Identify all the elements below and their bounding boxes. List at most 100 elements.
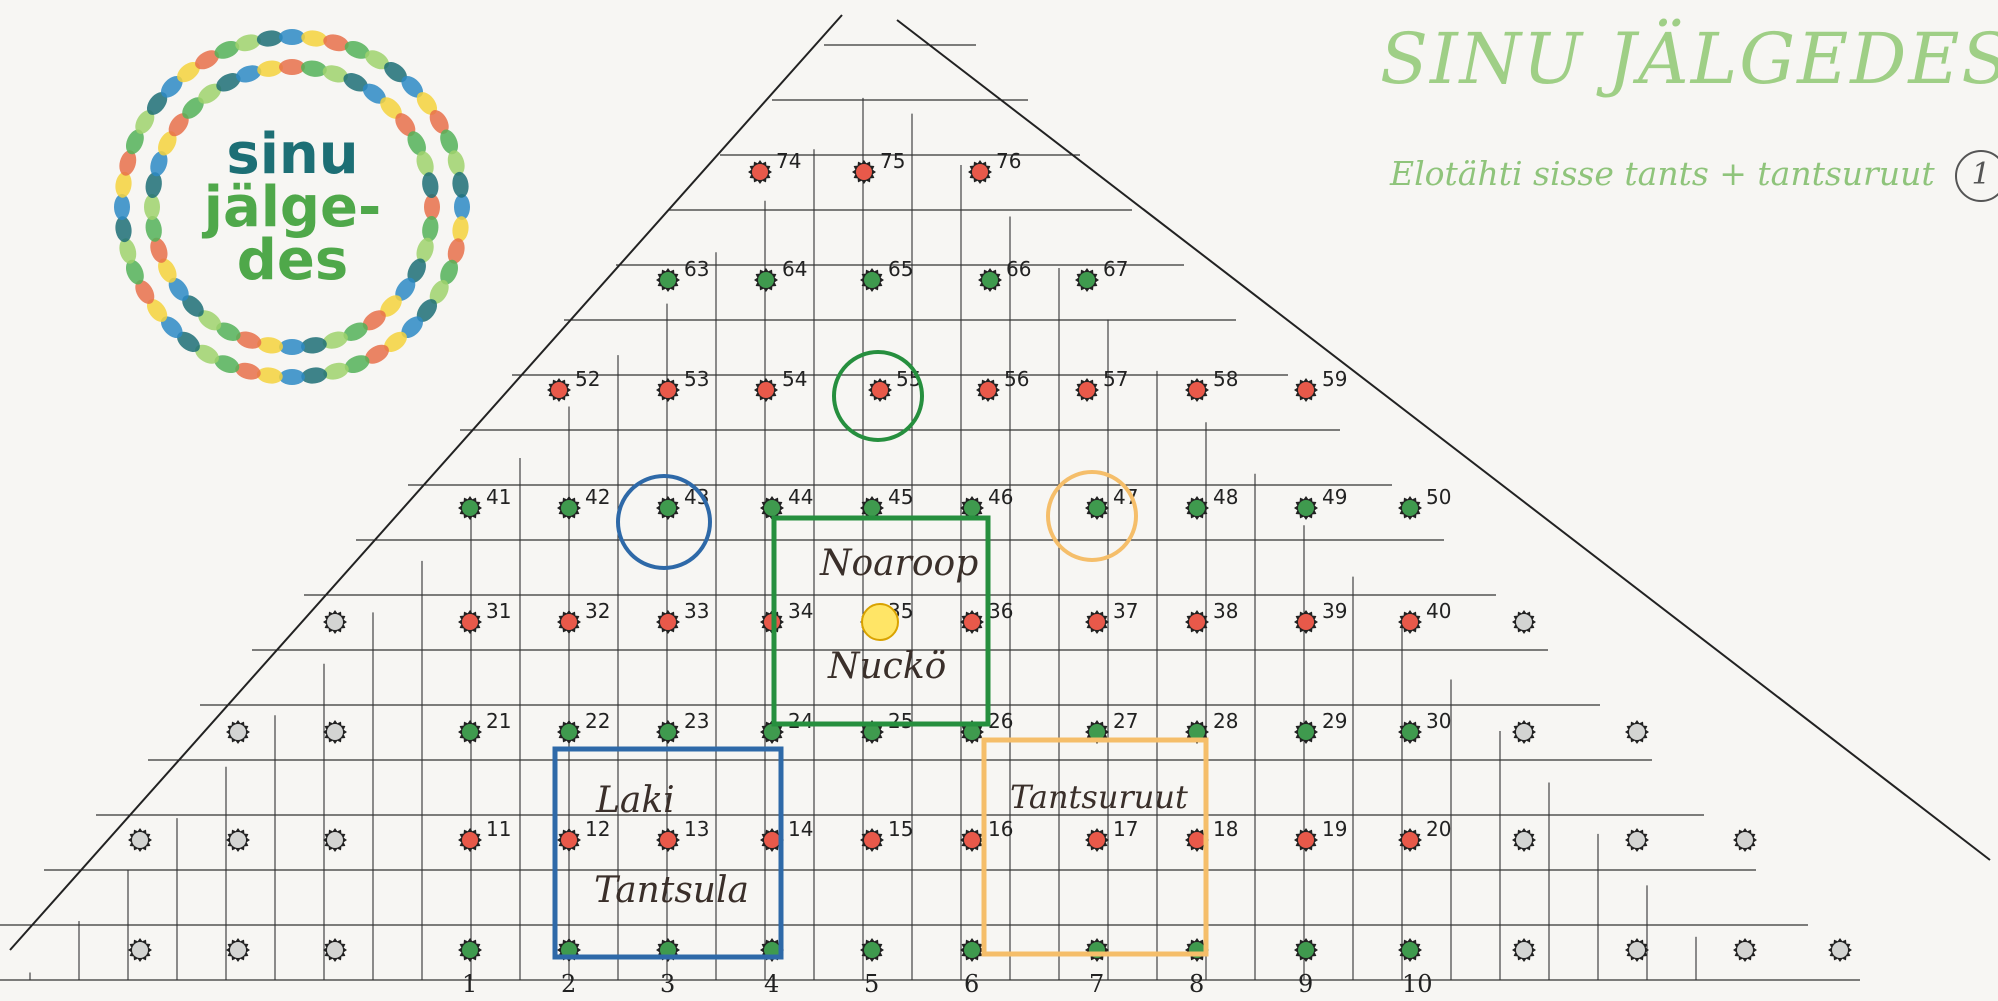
annotation-blue-top: Laki: [595, 780, 675, 821]
position-dot: [458, 610, 482, 634]
grey-dot: [128, 828, 152, 852]
blue-circle-43: [618, 476, 710, 568]
grey-dot: [323, 610, 347, 634]
grey-dot: [1733, 828, 1757, 852]
column-label: 3: [660, 970, 675, 998]
position-number: 74: [776, 149, 801, 173]
position-number: 36: [988, 599, 1013, 623]
position-number: 75: [880, 149, 905, 173]
position-dot: [860, 938, 884, 962]
position-dot: [656, 720, 680, 744]
column-label: 4: [764, 970, 779, 998]
position-dot: [754, 378, 778, 402]
position-dot: [458, 496, 482, 520]
position-dot: [1185, 610, 1209, 634]
position-number: 34: [788, 599, 813, 623]
position-number: 76: [996, 149, 1021, 173]
grey-dot: [323, 720, 347, 744]
grey-dot: [1733, 938, 1757, 962]
position-dot: [748, 160, 772, 184]
position-dot: [1294, 828, 1318, 852]
logo-text: sinu jälge- des: [100, 15, 485, 400]
grey-dot: [1625, 828, 1649, 852]
page-number-badge: 1: [1955, 150, 1998, 202]
position-dot: [978, 268, 1002, 292]
position-number: 20: [1426, 817, 1451, 841]
position-dot: [1085, 828, 1109, 852]
position-number: 14: [788, 817, 813, 841]
position-dot: [1294, 938, 1318, 962]
grey-dot: [323, 828, 347, 852]
position-number: 41: [486, 485, 511, 509]
position-number: 25: [888, 709, 913, 733]
annotation-blue-bottom: Tantsula: [594, 870, 749, 911]
position-number: 67: [1103, 257, 1128, 281]
position-number: 15: [888, 817, 913, 841]
position-dot: [656, 268, 680, 292]
position-dot: [860, 268, 884, 292]
position-number: 33: [684, 599, 709, 623]
position-number: 17: [1113, 817, 1138, 841]
grey-dot: [128, 938, 152, 962]
grey-dot: [1625, 938, 1649, 962]
column-label: 1: [462, 970, 477, 998]
position-number: 18: [1213, 817, 1238, 841]
position-dot: [458, 720, 482, 744]
position-dot: [656, 828, 680, 852]
position-dot: [852, 160, 876, 184]
position-dot: [1075, 378, 1099, 402]
center-sun-marker: [862, 604, 898, 640]
position-dot: [1185, 378, 1209, 402]
position-number: 56: [1004, 367, 1029, 391]
page-subtitle: Elotähti sisse tants + tantsuruut 1: [1390, 150, 1980, 202]
position-number: 39: [1322, 599, 1347, 623]
position-number: 46: [988, 485, 1013, 509]
position-dot: [976, 378, 1000, 402]
position-number: 48: [1213, 485, 1238, 509]
column-label: 7: [1089, 970, 1104, 998]
position-number: 45: [888, 485, 913, 509]
grey-dot: [1512, 720, 1536, 744]
position-number: 50: [1426, 485, 1451, 509]
position-dot: [1085, 496, 1109, 520]
pyramid-right-edge: [897, 20, 1990, 860]
position-number: 64: [782, 257, 807, 281]
annotation-center-bottom: Nuckö: [827, 646, 946, 687]
position-dot: [1185, 496, 1209, 520]
subtitle-text: Elotähti sisse tants + tantsuruut: [1390, 154, 1935, 193]
position-number: 44: [788, 485, 813, 509]
grey-dot: [226, 938, 250, 962]
position-number: 28: [1213, 709, 1238, 733]
position-number: 13: [684, 817, 709, 841]
position-number: 42: [585, 485, 610, 509]
position-dot: [1294, 496, 1318, 520]
position-dot: [557, 610, 581, 634]
position-dot: [1085, 938, 1109, 962]
position-number: 27: [1113, 709, 1138, 733]
position-dot: [1294, 720, 1318, 744]
grey-dot: [1828, 938, 1852, 962]
position-number: 40: [1426, 599, 1451, 623]
grey-dot: [323, 938, 347, 962]
position-number: 24: [788, 709, 813, 733]
position-number: 11: [486, 817, 511, 841]
position-number: 54: [782, 367, 807, 391]
logo: sinu jälge- des: [100, 15, 485, 400]
position-dot: [968, 160, 992, 184]
column-label: 10: [1402, 970, 1433, 998]
position-dot: [458, 828, 482, 852]
position-dot: [656, 378, 680, 402]
position-number: 49: [1322, 485, 1347, 509]
position-dot: [1294, 610, 1318, 634]
grey-dot: [1512, 938, 1536, 962]
position-number: 23: [684, 709, 709, 733]
position-dot: [656, 610, 680, 634]
column-label: 5: [864, 970, 879, 998]
position-dot: [1294, 378, 1318, 402]
column-label: 8: [1189, 970, 1204, 998]
logo-line-1: sinu: [226, 128, 358, 181]
position-number: 38: [1213, 599, 1238, 623]
position-number: 19: [1322, 817, 1347, 841]
position-dot: [960, 938, 984, 962]
column-label: 2: [561, 970, 576, 998]
